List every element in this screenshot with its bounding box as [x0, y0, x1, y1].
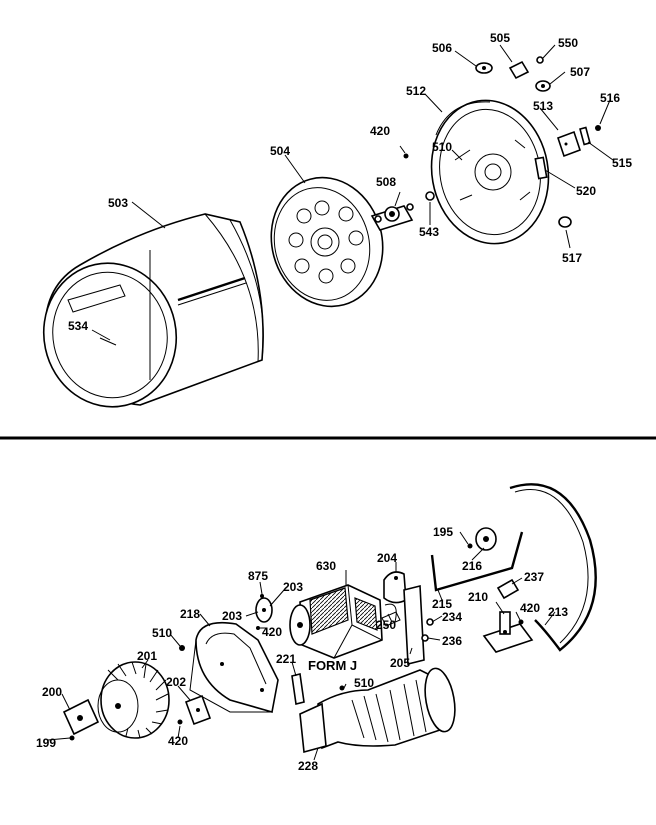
motor-630 — [289, 584, 401, 659]
pulley-250 — [384, 603, 397, 623]
screw-420-right — [518, 619, 524, 625]
drum-503 — [42, 213, 264, 408]
label-199: 199 — [36, 736, 56, 750]
label-506: 506 — [432, 41, 452, 55]
label-216: 216 — [462, 559, 482, 573]
screw-516 — [595, 125, 601, 131]
label-515: 515 — [612, 156, 632, 170]
label-205: 205 — [390, 656, 410, 670]
label-202: 202 — [166, 675, 186, 689]
label-form-j: FORM J — [308, 658, 357, 673]
label-510-left: 510 — [152, 626, 172, 640]
idler-210 — [482, 611, 534, 653]
bracket-205 — [403, 584, 425, 666]
label-218: 218 — [180, 607, 200, 621]
label-503: 503 — [108, 196, 128, 210]
bracket-200 — [62, 698, 100, 736]
screw-195 — [467, 543, 473, 549]
clip-515 — [579, 126, 591, 146]
roller-506 — [475, 62, 493, 74]
roller-507 — [535, 80, 551, 92]
screw-543 — [425, 191, 435, 201]
label-630: 630 — [316, 559, 336, 573]
blower-housing-218 — [189, 621, 279, 714]
rod-215 — [430, 531, 524, 592]
label-543: 543 — [419, 225, 439, 239]
label-215: 215 — [432, 597, 452, 611]
screw-234 — [426, 618, 434, 626]
label-516: 516 — [600, 91, 620, 105]
screw-420-blower — [177, 719, 183, 725]
bracket-505 — [508, 60, 530, 80]
screw-420-top — [403, 153, 409, 159]
label-420-blower: 420 — [168, 734, 188, 748]
screw-510-duct — [339, 685, 345, 691]
drum-back-504 — [270, 176, 384, 308]
label-204: 204 — [377, 551, 397, 565]
screw-199 — [69, 735, 75, 741]
label-236: 236 — [442, 634, 462, 648]
seal-221 — [291, 673, 305, 705]
leader-lines-bottom — [47, 531, 556, 761]
label-237: 237 — [524, 570, 544, 584]
switch-204 — [383, 571, 407, 604]
roller-517 — [558, 216, 572, 228]
leader-lines-top — [91, 44, 614, 341]
label-221: 221 — [276, 652, 296, 666]
screw-420-motor — [256, 626, 260, 630]
label-505: 505 — [490, 31, 510, 45]
screw-510-left — [179, 645, 185, 651]
label-210: 210 — [468, 590, 488, 604]
label-875: 875 — [248, 569, 268, 583]
label-520: 520 — [576, 184, 596, 198]
bearing-508 — [370, 203, 414, 231]
rear-panel-512 — [430, 99, 550, 245]
screw-550 — [536, 56, 544, 64]
label-510-duct: 510 — [354, 676, 374, 690]
label-517: 517 — [562, 251, 582, 265]
label-228: 228 — [298, 759, 318, 773]
screw-236 — [421, 634, 429, 642]
clip-237 — [496, 578, 520, 600]
blower-wheel-201 — [97, 661, 170, 739]
label-510-top: 510 — [432, 140, 452, 154]
duct-228 — [299, 667, 456, 754]
label-200: 200 — [42, 685, 62, 699]
part-labels: 503 504 534 506 505 550 507 512 513 516 … — [36, 31, 632, 773]
label-534: 534 — [68, 319, 88, 333]
plate-513 — [556, 130, 582, 158]
label-420-motor: 420 — [262, 625, 282, 639]
ring-213 — [509, 483, 597, 652]
label-504: 504 — [270, 144, 290, 158]
label-201: 201 — [137, 649, 157, 663]
motor-cap-203 — [255, 597, 273, 623]
bracket-202 — [184, 694, 212, 726]
label-420-right: 420 — [520, 601, 540, 615]
screw-875 — [260, 594, 264, 598]
label-508: 508 — [376, 175, 396, 189]
pulley-216 — [475, 527, 497, 551]
label-250: 250 — [376, 618, 396, 632]
label-550: 550 — [558, 36, 578, 50]
label-420-top: 420 — [370, 124, 390, 138]
label-203-left: 203 — [222, 609, 242, 623]
label-234: 234 — [442, 610, 462, 624]
label-195: 195 — [433, 525, 453, 539]
label-203-top: 203 — [283, 580, 303, 594]
label-512: 512 — [406, 84, 426, 98]
label-507: 507 — [570, 65, 590, 79]
label-513: 513 — [533, 99, 553, 113]
label-213: 213 — [548, 605, 568, 619]
